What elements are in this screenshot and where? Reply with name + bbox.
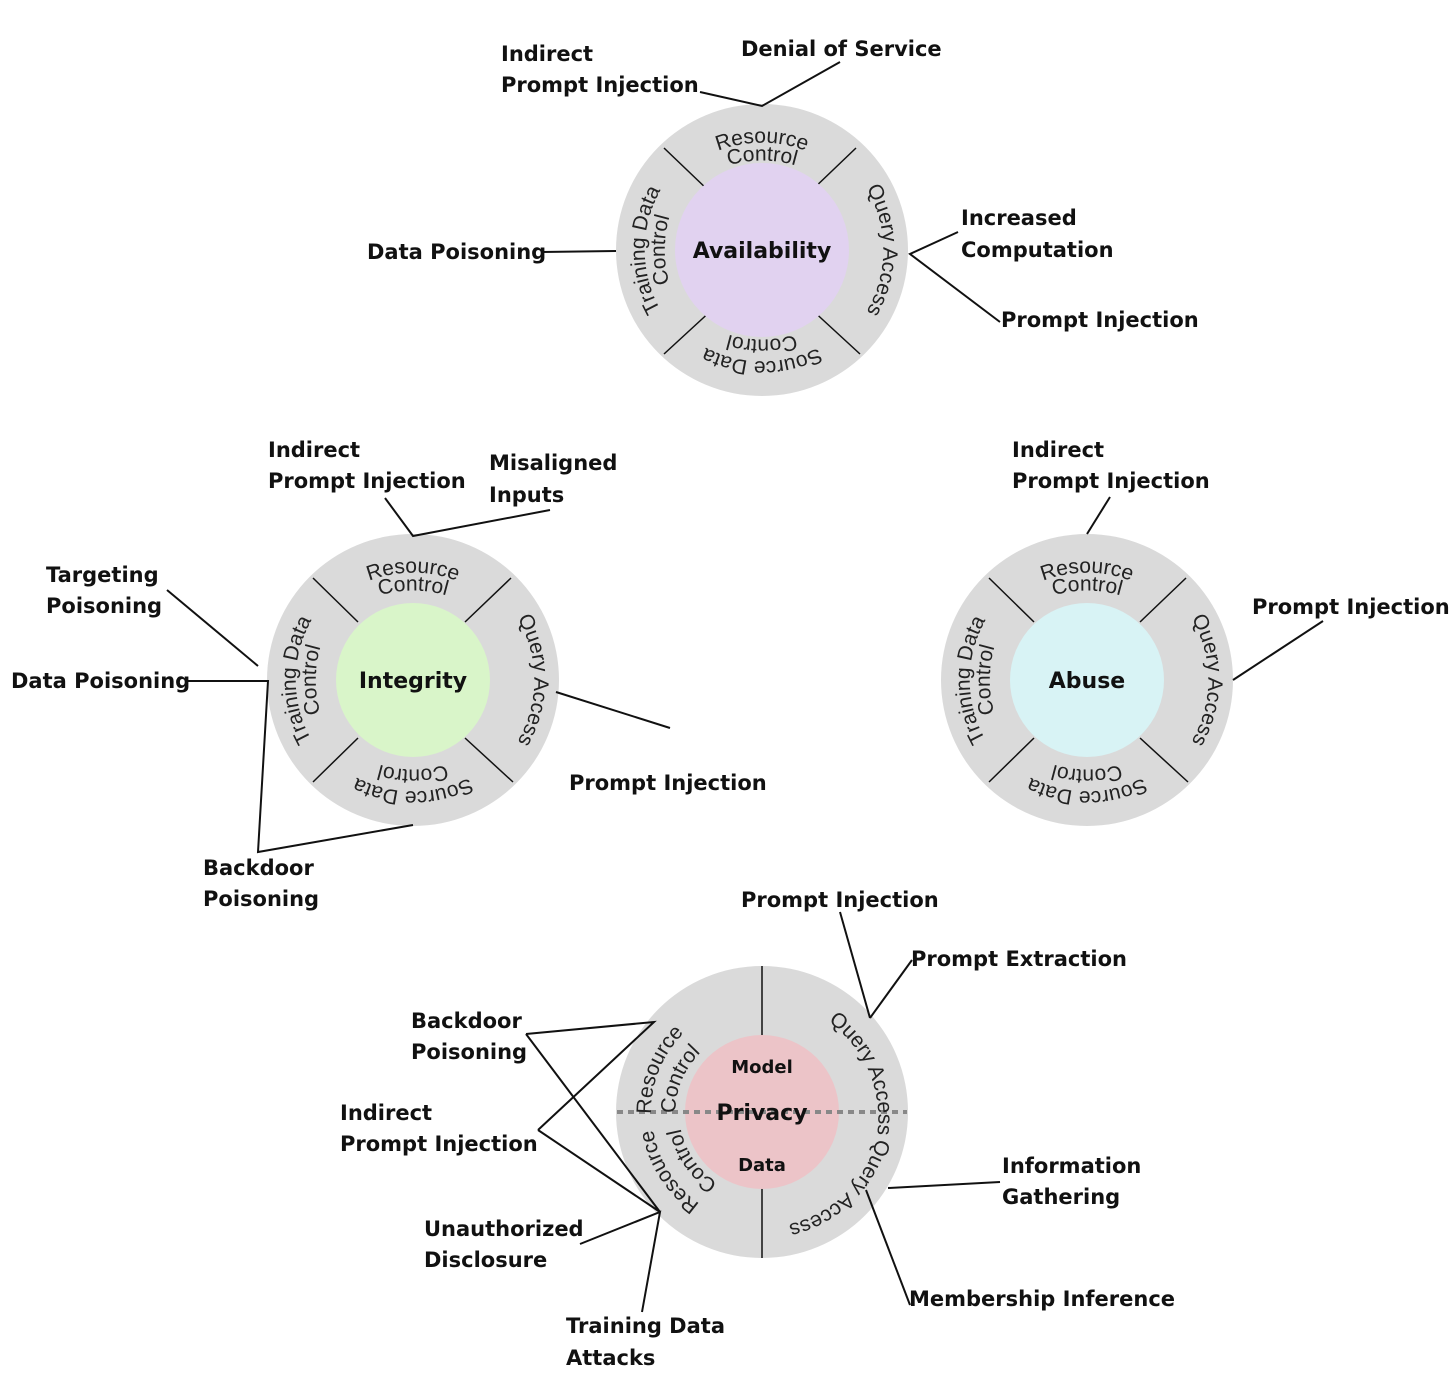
integrity-data-poisoning: Data Poisoning xyxy=(11,669,190,693)
integrity-resource-control-label-2: Control xyxy=(376,573,451,601)
availability-connector xyxy=(699,61,841,108)
availability-indirect-prompt-injection: Indirect Prompt Injection xyxy=(501,42,699,97)
abuse-connector xyxy=(1232,620,1324,681)
availability-data-poisoning: Data Poisoning xyxy=(367,240,546,264)
availability-connector xyxy=(541,250,617,253)
privacy-training-data-attacks: Training Data Attacks xyxy=(566,1314,732,1370)
privacy-information-gathering: Information Gathering xyxy=(1002,1154,1149,1209)
integrity-core xyxy=(336,603,490,757)
privacy-center-label: Privacy xyxy=(716,1101,807,1126)
integrity-misaligned-inputs: Misaligned Inputs xyxy=(489,451,625,507)
privacy-connector xyxy=(869,959,913,1019)
privacy-membership-inference: Membership Inference xyxy=(909,1287,1175,1311)
availability-core xyxy=(675,163,849,337)
availability-connector xyxy=(908,231,1001,323)
integrity-connector xyxy=(384,497,551,538)
abuse-resource-control-label-2: Control xyxy=(1050,573,1125,601)
integrity-targeting-poisoning: Targeting Poisoning xyxy=(46,563,166,618)
availability-training-data-label-2: Control xyxy=(647,212,675,287)
availability-resource-control-label-2: Control xyxy=(725,143,800,171)
abuse-training-data-label-2: Control xyxy=(972,642,1000,717)
privacy-data-label: Data xyxy=(738,1155,786,1176)
abuse-wheel: Abuse Resource Control Query Access Sour… xyxy=(941,534,1233,826)
privacy-wheel: Model Privacy Data Resource Control Quer… xyxy=(616,966,908,1258)
abuse-source-data-label-2: Control xyxy=(1049,760,1124,788)
availability-source-data-label-2: Control xyxy=(724,330,799,358)
privacy-connector xyxy=(525,1020,657,1131)
abuse-connector xyxy=(1086,496,1111,535)
integrity-connector xyxy=(166,589,259,667)
integrity-prompt-injection: Prompt Injection xyxy=(569,771,767,795)
integrity-indirect-prompt-injection: Indirect Prompt Injection xyxy=(268,438,466,493)
integrity-connector xyxy=(186,680,414,854)
abuse-core xyxy=(1010,603,1164,757)
availability-wheel: Availability Resource Control Query Acce… xyxy=(616,104,908,396)
privacy-indirect-prompt-injection: Indirect Prompt Injection xyxy=(340,1101,538,1156)
integrity-center-label: Integrity xyxy=(359,669,467,694)
availability-denial-of-service: Denial of Service xyxy=(741,37,942,61)
availability-prompt-injection: Prompt Injection xyxy=(1001,308,1199,332)
integrity-training-data-label-2: Control xyxy=(298,642,326,717)
availability-increased-computation: Increased Computation xyxy=(961,206,1114,262)
availability-center-label: Availability xyxy=(693,239,832,264)
privacy-connector xyxy=(887,1181,1001,1189)
privacy-prompt-injection: Prompt Injection xyxy=(741,888,939,912)
integrity-connector xyxy=(555,691,671,729)
integrity-wheel: Integrity Resource Control Query Access … xyxy=(267,534,559,826)
privacy-connector xyxy=(839,911,871,1019)
privacy-connector xyxy=(865,1189,911,1306)
privacy-connector xyxy=(579,1210,662,1313)
integrity-backdoor-poisoning: Backdoor Poisoning xyxy=(203,856,321,911)
abuse-center-label: Abuse xyxy=(1049,669,1125,694)
abuse-indirect-prompt-injection: Indirect Prompt Injection xyxy=(1012,438,1210,493)
privacy-prompt-extraction: Prompt Extraction xyxy=(911,947,1127,971)
abuse-prompt-injection: Prompt Injection xyxy=(1252,595,1450,619)
privacy-model-label: Model xyxy=(731,1057,793,1078)
integrity-source-data-label-2: Control xyxy=(375,760,450,788)
privacy-unauthorized-disclosure: Unauthorized Disclosure xyxy=(424,1217,591,1272)
privacy-backdoor-poisoning: Backdoor Poisoning xyxy=(411,1009,529,1064)
